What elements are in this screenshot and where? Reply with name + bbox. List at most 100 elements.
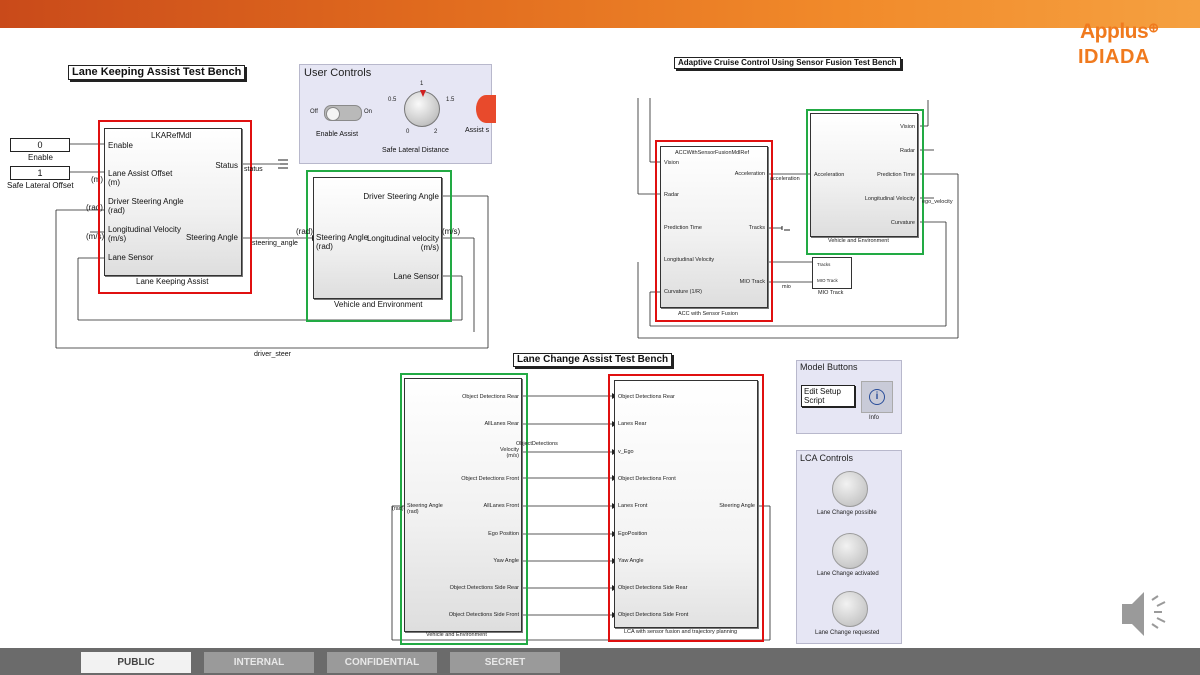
lca-mid-signal: ObjectDetections bbox=[516, 441, 558, 447]
lca-vehicle-block[interactable]: Object Detections Rear AllLanes Rear Vel… bbox=[404, 378, 522, 632]
acc-input-curvature: Curvature (1/R) bbox=[664, 289, 702, 295]
lca-controls-panel: LCA Controls Lane Change possible Lane C… bbox=[796, 450, 902, 644]
acc-output-accel: Acceleration bbox=[734, 171, 765, 177]
lca-veh-out-obj-front: Object Detections Front bbox=[461, 476, 519, 482]
acc-veh-input-accel: Acceleration bbox=[814, 172, 845, 178]
knob-pointer-icon bbox=[420, 90, 426, 97]
acc-input-radar: Radar bbox=[664, 192, 679, 198]
lca-in-v-ego: v_Ego bbox=[618, 449, 634, 455]
acc-vehicle-block[interactable]: Acceleration Vision Radar Prediction Tim… bbox=[810, 113, 918, 237]
acc-block[interactable]: ACCWithSensorFusionMdlRef Vision Radar P… bbox=[660, 146, 768, 308]
status-signal-label: status bbox=[244, 166, 263, 173]
lka-input-offset: Lane Assist Offset (m) bbox=[108, 169, 173, 187]
footer-bar bbox=[0, 648, 1200, 675]
enable-assist-label: Enable Assist bbox=[316, 131, 359, 138]
user-controls-title: User Controls bbox=[304, 67, 372, 79]
lane-change-activated-lamp bbox=[832, 533, 868, 569]
lka-veh-output-velocity: Longitudinal velocity (m/s) bbox=[366, 234, 439, 252]
lka-input-lane-sensor: Lane Sensor bbox=[108, 253, 154, 262]
lane-change-requested-lamp bbox=[832, 591, 868, 627]
mio-block-name: MIO Track bbox=[818, 290, 844, 296]
lca-in-side-front: Object Detections Side Front bbox=[618, 612, 689, 618]
lca-veh-out-lanes-rear: AllLanes Rear bbox=[484, 421, 519, 427]
knob-tick-1-5: 1.5 bbox=[446, 97, 455, 103]
lca-veh-out-side-rear: Object Detections Side Rear bbox=[449, 585, 519, 591]
knob-label: Safe Lateral Distance bbox=[382, 147, 449, 154]
acc-veh-output-radar: Radar bbox=[900, 148, 915, 154]
lca-in-yaw: Yaw Angle bbox=[618, 558, 644, 564]
acc-title: Adaptive Cruise Control Using Sensor Fus… bbox=[674, 57, 901, 69]
lka-vehicle-highlight-frame bbox=[306, 170, 452, 322]
enable-assist-switch[interactable] bbox=[324, 105, 362, 121]
mio-track-block[interactable]: Tracks MIO Track bbox=[812, 257, 852, 289]
tab-internal[interactable]: INTERNAL bbox=[204, 652, 314, 673]
lca-in-lanes-rear: Lanes Rear bbox=[618, 421, 647, 427]
knob-tick-0-5: 0.5 bbox=[388, 97, 397, 103]
knob-tick-1: 1 bbox=[420, 81, 424, 87]
knob-tick-0: 0 bbox=[406, 129, 410, 135]
top-banner bbox=[0, 0, 1200, 28]
offset-constant[interactable]: 1 bbox=[10, 166, 70, 180]
lka-veh-unit-ms: (m/s) bbox=[442, 227, 461, 236]
lka-output-steering: Steering Angle bbox=[185, 233, 238, 242]
offset-constant-label: Safe Lateral Offset bbox=[7, 181, 74, 190]
assist-status-lamp bbox=[476, 95, 496, 123]
lane-change-activated-label: Lane Change activated bbox=[817, 571, 879, 577]
acc-block-name: ACC with Sensor Fusion bbox=[678, 311, 738, 317]
acc-veh-output-velocity: Longitudinal Velocity bbox=[864, 196, 915, 202]
lca-controller-block[interactable]: Object Detections Rear Lanes Rear v_Ego … bbox=[614, 380, 758, 628]
acc-input-prediction: Prediction Time bbox=[664, 225, 702, 231]
acc-veh-output-vision: Vision bbox=[900, 124, 915, 130]
lka-veh-input-steering: Steering Angle (rad) bbox=[316, 233, 369, 251]
model-buttons-panel: Model Buttons Edit Setup Script i Info bbox=[796, 360, 902, 434]
ego-velocity-signal-label: ego_velocity bbox=[922, 199, 953, 205]
acc-input-vision: Vision bbox=[664, 160, 679, 166]
lane-change-possible-lamp bbox=[832, 471, 868, 507]
lka-input-velocity: Longitudinal Velocity (m/s) bbox=[108, 225, 181, 243]
driver-steer-signal-label: driver_steer bbox=[254, 351, 291, 358]
acc-block-header: ACCWithSensorFusionMdlRef bbox=[675, 150, 749, 156]
lka-veh-output-driver-steer: Driver Steering Angle bbox=[363, 192, 439, 201]
lca-controls-title: LCA Controls bbox=[800, 453, 854, 463]
lca-in-obj-front: Object Detections Front bbox=[618, 476, 676, 482]
enable-constant-label: Enable bbox=[28, 153, 53, 162]
lka-vehicle-block[interactable]: Steering Angle (rad) Driver Steering Ang… bbox=[313, 177, 442, 299]
lka-input-enable: Enable bbox=[108, 141, 133, 150]
lka-block[interactable]: LKARefMdl Enable Lane Assist Offset (m) … bbox=[104, 128, 242, 276]
lka-block-name: Lane Keeping Assist bbox=[136, 277, 209, 286]
lca-veh-out-obj-rear: Object Detections Rear bbox=[462, 394, 519, 400]
lca-in-lanes-front: Lanes Front bbox=[618, 503, 648, 509]
lateral-distance-knob[interactable] bbox=[404, 90, 440, 127]
tab-secret[interactable]: SECRET bbox=[450, 652, 560, 673]
lca-in-obj-rear: Object Detections Rear bbox=[618, 394, 675, 400]
knob-tick-2: 2 bbox=[434, 129, 438, 135]
acc-output-mio: MIO Track bbox=[739, 279, 765, 285]
edit-setup-script-button[interactable]: Edit Setup Script bbox=[801, 385, 855, 407]
tab-confidential[interactable]: CONFIDENTIAL bbox=[327, 652, 437, 673]
lka-veh-output-lane-sensor: Lane Sensor bbox=[393, 272, 439, 281]
acc-vehicle-name: Vehicle and Environment bbox=[828, 238, 889, 244]
mio-signal-label: mio bbox=[782, 284, 791, 290]
lca-vehicle-name: Vehicle and Environment bbox=[426, 632, 487, 638]
enable-constant[interactable]: 0 bbox=[10, 138, 70, 152]
acc-vehicle-highlight-frame bbox=[806, 109, 924, 255]
lka-unit-rad: (rad) bbox=[86, 203, 103, 212]
lka-input-driver-steer: Driver Steering Angle (rad) bbox=[108, 197, 184, 215]
lca-in-side-rear: Object Detections Side Rear bbox=[618, 585, 688, 591]
info-button[interactable]: i bbox=[861, 381, 893, 413]
acc-veh-output-prediction: Prediction Time bbox=[877, 172, 915, 178]
acc-input-velocity: Longitudinal Velocity bbox=[664, 257, 715, 263]
lca-left-unit: (rad) bbox=[392, 506, 404, 512]
acc-highlight-frame bbox=[655, 140, 773, 322]
info-label: Info bbox=[869, 415, 880, 421]
lca-title: Lane Change Assist Test Bench bbox=[513, 353, 673, 367]
lka-highlight-frame bbox=[98, 120, 252, 294]
tab-public[interactable]: PUBLIC bbox=[81, 652, 191, 673]
lca-veh-out-side-front: Object Detections Side Front bbox=[448, 612, 519, 618]
lca-out-steering: Steering Angle bbox=[719, 503, 755, 509]
steering-signal-label: steering_angle bbox=[252, 240, 298, 247]
user-controls-panel: User Controls Off On Enable Assist 0.5 1… bbox=[299, 64, 496, 164]
lca-controller-name: LCA with sensor fusion and trajectory pl… bbox=[624, 629, 738, 635]
lka-unit-ms: (m/s) bbox=[86, 232, 105, 241]
